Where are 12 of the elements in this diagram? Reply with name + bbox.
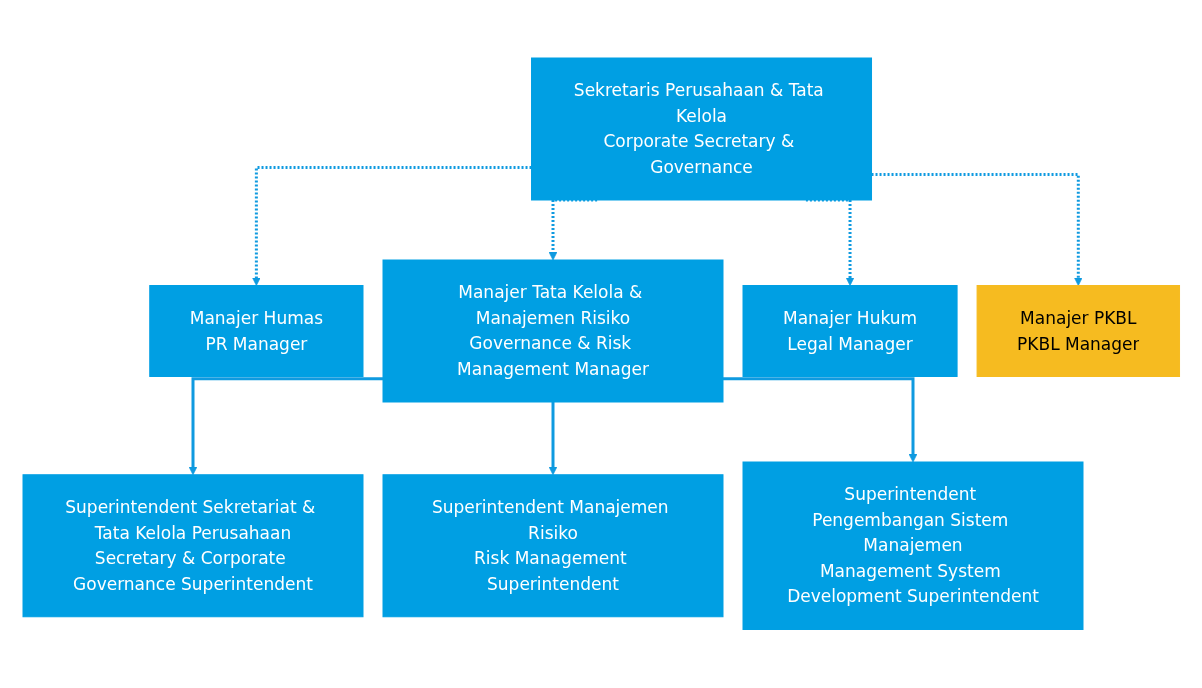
arrow [188, 377, 383, 476]
arrow [251, 166, 532, 287]
arrow [871, 173, 1083, 287]
position-box: Superintendent Manajemen Risiko Risk Management Superintendent [382, 474, 724, 618]
position-box: Manajer Tata Kelola & Manajemen Risiko Governance & Risk Management Manager [382, 259, 724, 403]
position-box: Manajer PKBL PKBL Manager [976, 285, 1180, 378]
position-box: Superintendent Pengembangan Sistem Manajemen Management System Development Superintendent [742, 461, 1084, 631]
position-box: Superintendent Sekretariat & Tata Kelola Perusahaan Secretary & Corporate Governance Superintendent [22, 474, 364, 618]
position-box: Manajer Hukum Legal Manager [742, 285, 958, 378]
arrow [722, 377, 918, 463]
position-box: Manajer Humas PR Manager [149, 285, 364, 378]
position-box: Sekretaris Perusahaan & Tata Kelola Corporate Secretary & Governance [530, 57, 872, 201]
